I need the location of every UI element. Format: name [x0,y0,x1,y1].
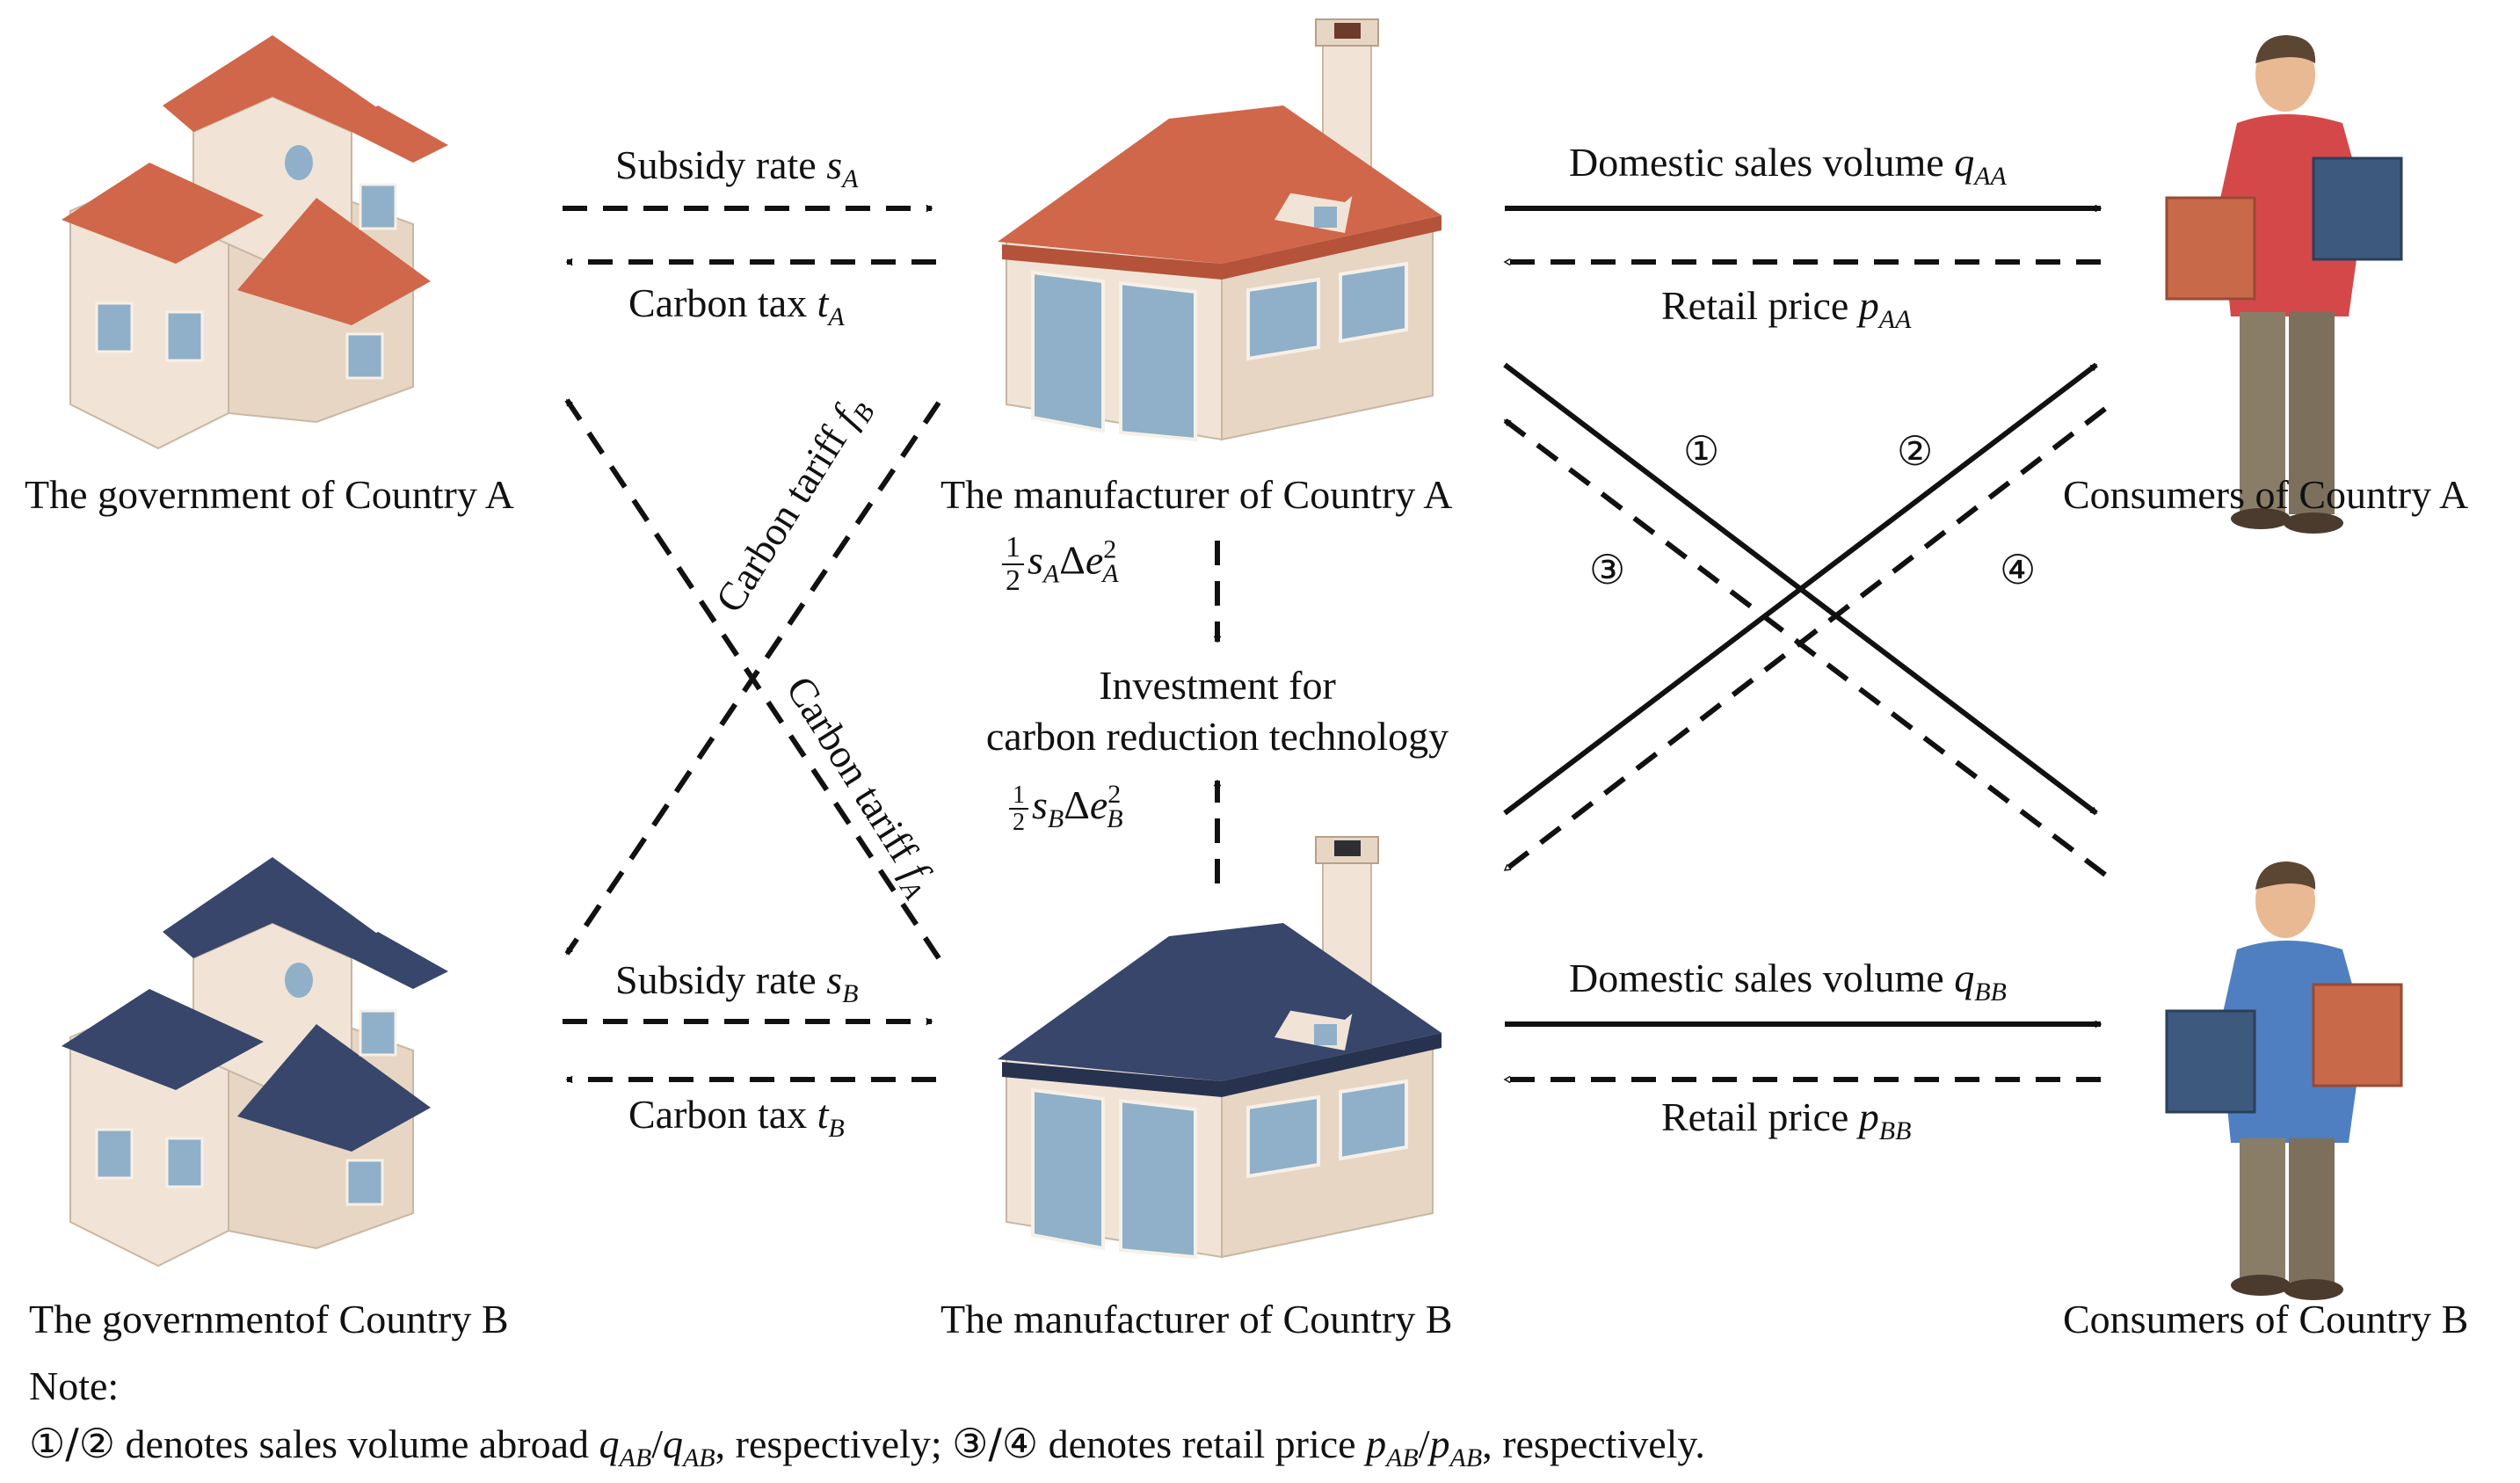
label-retail-price-b: Retail price pBB [1661,1094,1912,1145]
marker-2: ② [1897,427,1934,475]
investment-line-2: carbon reduction technology [985,714,1449,759]
label-subsidy-b: Subsidy rate sB [615,957,859,1008]
label-retail-price-a: Retail price pAA [1661,283,1912,334]
label-gov-a: The government of Country A [25,472,515,517]
note-body: ①/② denotes sales volume abroad qAB/qAB,… [29,1420,1705,1472]
label-domestic-sales-b: Domestic sales volume qBB [1569,956,2007,1007]
marker-4: ④ [2000,546,2037,593]
arrow-carbon-tariff-a [564,398,941,960]
arrow-price-abroad-3 [1503,418,2107,877]
label-carbon-tax-b: Carbon tax tB [628,1092,845,1143]
label-carbon-tax-a: Carbon tax tA [628,280,845,331]
marker-3: ③ [1589,546,1626,593]
consumer-a-person-icon [2165,35,2403,534]
label-gov-b: The governmentof Country B [29,1297,509,1341]
label-mfr-a: The manufacturer of Country A [940,472,1453,517]
arrow-price-abroad-4 [1503,406,2107,873]
manufacturer-a-factory-icon [998,18,1442,442]
note-title: Note: [29,1363,120,1408]
label-cons-b: Consumers of Country B [2063,1297,2469,1341]
marker-1: ① [1683,427,1720,475]
arrow-sales-abroad-2 [1503,362,2098,816]
gov-b-building-icon [62,857,448,1268]
label-mfr-b: The manufacturer of Country B [940,1297,1453,1341]
arrows [563,204,2107,1084]
label-cons-a: Consumers of Country A [2063,472,2469,517]
label-subsidy-a: Subsidy rate sA [615,142,859,193]
manufacturer-b-factory-icon [998,836,1442,1260]
label-domestic-sales-a: Domestic sales volume qAA [1569,140,2007,191]
consumer-b-person-icon [2165,861,2403,1300]
gov-a-building-icon [62,35,448,450]
label-investment: Investment for carbon reduction technolo… [954,665,1481,757]
investment-line-1: Investment for [1099,663,1336,708]
